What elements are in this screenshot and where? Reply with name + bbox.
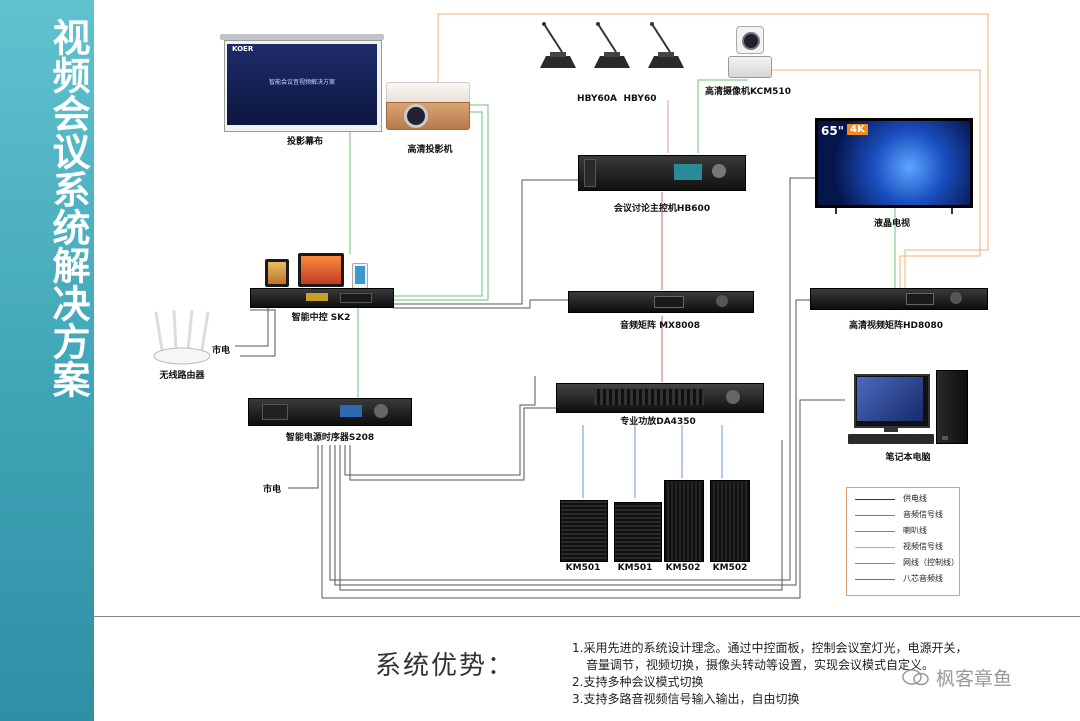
tablet-large (298, 253, 344, 287)
power-wire-video (329, 177, 815, 581)
screen-brand: KOER (232, 45, 254, 53)
projector-screen: KOER 智能会议音视频解决方案 (220, 34, 384, 132)
camera-label: 高清摄像机KCM510 (705, 87, 791, 97)
power-wire-amp (349, 407, 556, 481)
mic-a-label: HBY60A (577, 94, 617, 104)
microphone-2 (590, 22, 634, 70)
legend-item: 喇叭线 (855, 525, 959, 537)
lcd-tv: 65" 4K (815, 118, 973, 214)
legend-swatch-power (855, 499, 895, 500)
advantage-item: 3.支持多路音视频信号输入输出，自由切换 (572, 692, 800, 706)
speaker-label-3: KM502 (665, 563, 701, 573)
advantages-title: 系统优势： (375, 651, 516, 681)
speaker-label-4: KM502 (712, 563, 748, 573)
speaker-label-2: KM501 (617, 563, 653, 573)
power-wire-speakers (339, 440, 783, 591)
legend-swatch-8core (855, 579, 895, 580)
banner-title: 视频会议系统解决方案 (46, 18, 90, 398)
speaker-km502-2 (710, 480, 750, 562)
projector-screen-label: 投影幕布 (286, 137, 324, 147)
wire-legend: 供电线 音频信号线 喇叭线 视频信号线 网线（控制线） 八芯音频线 (846, 487, 960, 596)
network-wire-camera (697, 79, 748, 153)
screen-text: 智能会议音视频解决方案 (268, 79, 335, 86)
mains-label-1: 市电 (212, 346, 231, 356)
tablet-small (265, 259, 289, 287)
ctrl-wire-sk2-host (393, 179, 578, 305)
conference-host (578, 155, 746, 191)
legend-item: 音频信号线 (855, 509, 959, 521)
legend-item: 八芯音频线 (855, 573, 959, 585)
central-control-label: 智能中控 SK2 (291, 313, 351, 323)
title-banner: 视频会议系统解决方案 (0, 0, 94, 721)
watermark-text: 枫客章鱼 (936, 668, 1013, 690)
amplifier-label: 专业功放DA4350 (620, 417, 696, 427)
mains-wire-1b (240, 309, 276, 357)
ptz-camera (728, 26, 772, 80)
power-sequencer-label: 智能电源时序器S208 (285, 433, 375, 443)
advantage-item: 音量调节，视频切换，摄像头转动等设置，实现会议模式自定义。 (586, 658, 935, 672)
legend-item: 网线（控制线） (855, 557, 959, 569)
tv-size: 65" (821, 124, 844, 138)
wireless-router (152, 309, 212, 366)
mains-label-2: 市电 (263, 485, 282, 495)
network-wire-projector-2 (393, 104, 489, 301)
legend-item: 视频信号线 (855, 541, 959, 553)
microphone-1 (536, 22, 580, 70)
mic-b-label: HBY60 (623, 94, 657, 104)
phone (352, 263, 368, 289)
legend-swatch-network (855, 563, 895, 564)
router-label: 无线路由器 (159, 371, 205, 381)
legend-swatch-video (855, 547, 895, 548)
power-wire-laptop (321, 399, 845, 599)
audio-matrix-label: 音频矩阵 MX8008 (619, 321, 701, 331)
legend-swatch-speaker (855, 531, 895, 532)
speaker-km502-1 (664, 480, 704, 562)
computer-label: 笔记本电脑 (885, 453, 931, 463)
ctrl-wire-sk2-matrix (393, 299, 568, 309)
projector (386, 82, 470, 130)
speaker-km501-2 (614, 502, 662, 562)
wechat-icon (902, 669, 929, 686)
video-wire-camera (765, 69, 981, 288)
mains-wire-1 (235, 304, 269, 347)
network-wire-projector-3 (393, 111, 483, 297)
power-sequencer (248, 398, 412, 426)
tv-label: 液晶电视 (873, 219, 911, 229)
audio-matrix (568, 291, 754, 313)
legend-swatch-audio (855, 515, 895, 516)
mains-wire-2 (288, 445, 319, 489)
advantage-item: 1.采用先进的系统设计理念。通过中控面板，控制会议室灯光，电源开关， (572, 641, 968, 655)
video-matrix-label: 高清视频矩阵HD8080 (848, 321, 944, 331)
advantage-item: 2.支持多种会议模式切换 (572, 675, 704, 689)
computer (846, 370, 970, 448)
central-control (250, 288, 394, 308)
section-divider (94, 616, 1080, 617)
video-matrix (810, 288, 988, 310)
speaker-label-1: KM501 (565, 563, 601, 573)
speaker-km501-1 (560, 500, 608, 562)
tv-res: 4K (847, 124, 868, 135)
power-wire-host (344, 376, 536, 476)
conference-host-label: 会议讨论主控机HB600 (613, 204, 711, 214)
amplifier (556, 383, 764, 413)
projector-label: 高清投影机 (407, 145, 453, 155)
power-wire-video-2 (334, 299, 810, 586)
legend-item: 供电线 (855, 493, 959, 505)
microphone-3 (644, 22, 688, 70)
advantages-list: 1.采用先进的系统设计理念。通过中控面板，控制会议室灯光，电源开关， 音量调节，… (572, 640, 967, 708)
